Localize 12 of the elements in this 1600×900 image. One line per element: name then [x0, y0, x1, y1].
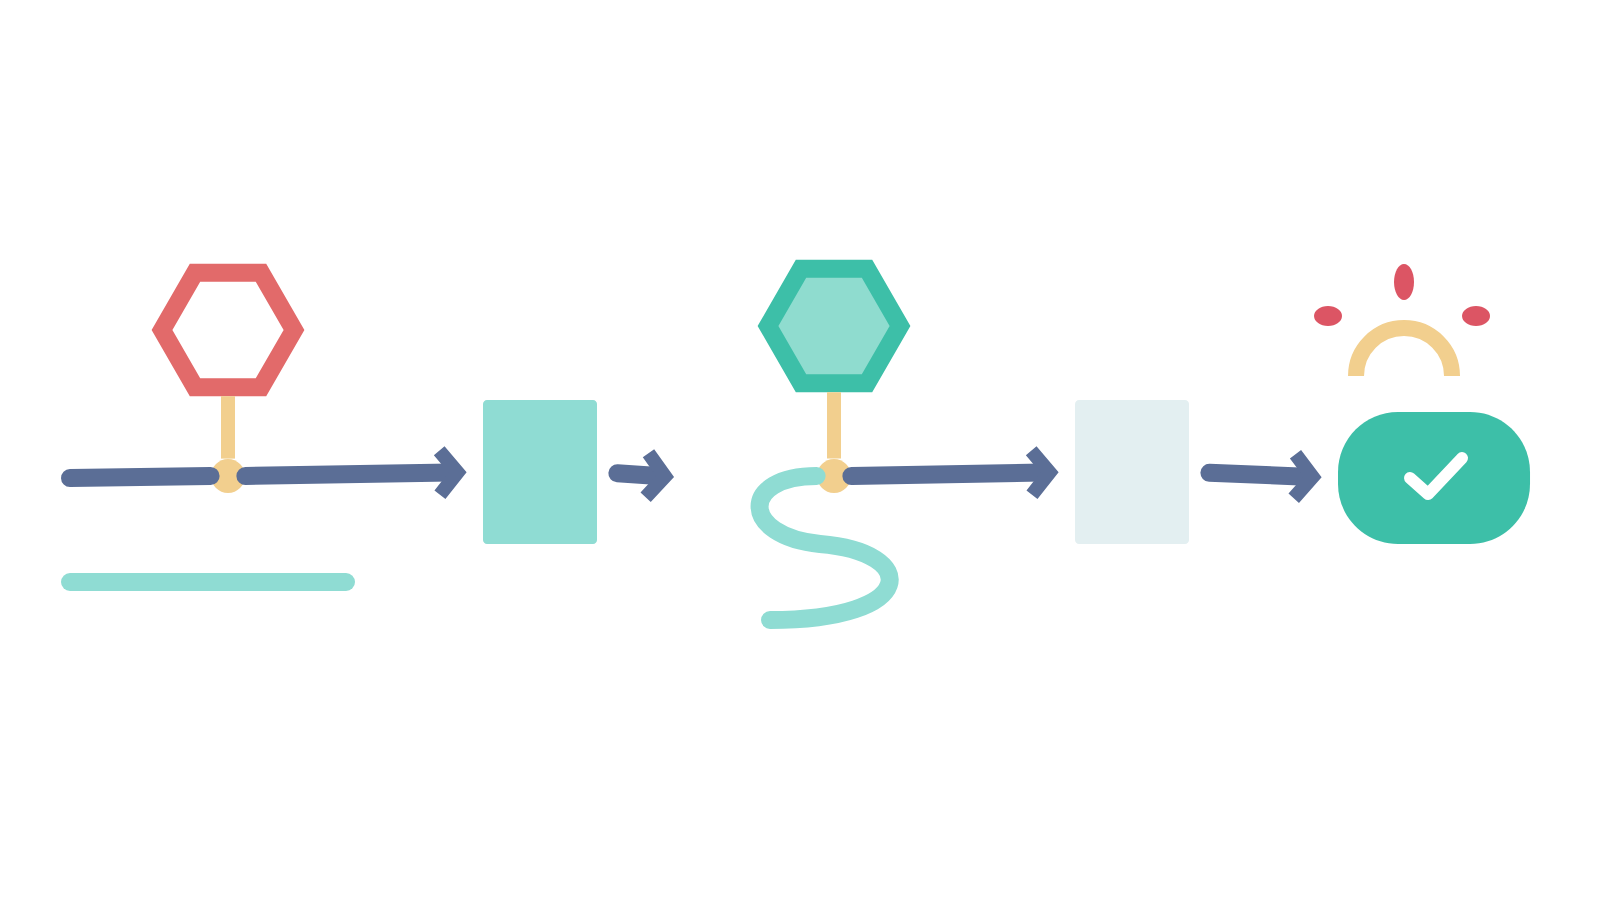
pin-stem: [221, 396, 235, 459]
box: [1075, 400, 1189, 544]
check-badge: [1338, 412, 1530, 544]
arrow: [842, 446, 1059, 500]
wavy-line: [750, 467, 899, 629]
joint-dot: [817, 459, 851, 493]
arrow: [236, 446, 467, 500]
arrow: [1200, 450, 1322, 503]
pin-stem: [827, 392, 841, 459]
line: [61, 467, 220, 487]
box: [483, 400, 597, 544]
joint-dot: [211, 459, 245, 493]
